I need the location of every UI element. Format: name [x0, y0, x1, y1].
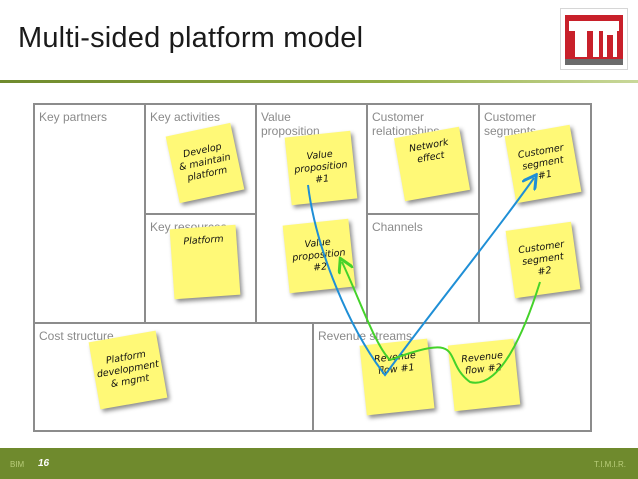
- sticky-note-revenue-flow-2-text: Revenue flow #2: [460, 349, 504, 377]
- sticky-note-customer-segment-1-text: Customer segment #1: [517, 142, 565, 182]
- sticky-note-cost-text: Platform development & mgmt: [96, 348, 160, 391]
- title-rule: [0, 80, 638, 83]
- cell-label-cost-structure: Cost structure: [39, 329, 114, 343]
- cell-cost-structure: Cost structure: [34, 323, 313, 431]
- sticky-note-platform: Platform: [169, 224, 241, 300]
- sticky-note-customer-segment-2-text: Customer segment #2: [517, 238, 565, 278]
- cell-label-key-partners: Key partners: [39, 110, 108, 124]
- sticky-note-value-proposition-1-text: Value proposition #1: [293, 148, 349, 186]
- tim-logo-icon: [560, 8, 628, 70]
- sticky-note-customer-segment-1: Customer segment #1: [504, 124, 582, 204]
- sticky-note-revenue-flow-1-text: Revenue flow #1: [373, 349, 417, 377]
- cell-channels: Channels: [367, 214, 479, 323]
- footer-right-text: T.I.M.I.R.: [594, 460, 626, 469]
- cell-key-partners: Key partners: [34, 104, 145, 323]
- sticky-note-revenue-flow-2: Revenue flow #2: [447, 338, 521, 412]
- sticky-note-network-effect-text: Network effect: [408, 136, 450, 166]
- sticky-note-value-proposition-2-text: Value proposition #2: [291, 236, 347, 274]
- cell-label-key-activities: Key activities: [150, 110, 221, 124]
- footer-left-text: BIM: [10, 460, 25, 469]
- sticky-note-cost: Platform development & mgmt: [88, 330, 168, 410]
- sticky-note-platform-text: Platform: [183, 233, 224, 248]
- cell-label-channels: Channels: [372, 220, 423, 234]
- footer-bar: [0, 448, 638, 479]
- sticky-note-network-effect: Network effect: [393, 126, 471, 202]
- sticky-note-develop-text: Develop & maintain platform: [178, 141, 232, 184]
- sticky-note-value-proposition-2: Value proposition #2: [282, 218, 356, 294]
- sticky-note-revenue-flow-1: Revenue flow #1: [359, 338, 435, 416]
- sticky-note-develop: Develop & maintain platform: [165, 122, 245, 204]
- sticky-note-customer-segment-2: Customer segment #2: [505, 221, 581, 299]
- slide-title: Multi-sided platform model: [18, 22, 364, 54]
- sticky-note-value-proposition-1: Value proposition #1: [284, 130, 358, 206]
- cell-key-activities: Key activities: [145, 104, 256, 214]
- page-number: 16: [38, 458, 50, 469]
